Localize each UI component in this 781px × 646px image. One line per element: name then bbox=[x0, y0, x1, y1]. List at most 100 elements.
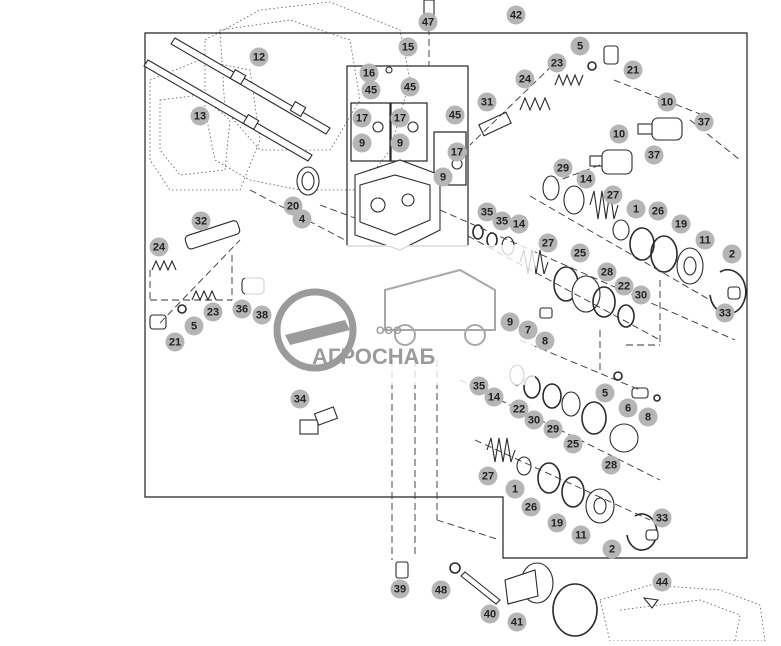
callout-bubble bbox=[618, 398, 638, 418]
callout-bubble bbox=[631, 285, 651, 305]
callout-bubble bbox=[601, 455, 621, 475]
callout-number: 6 bbox=[625, 403, 631, 415]
callout-bubble bbox=[722, 244, 742, 264]
callout-number: 27 bbox=[482, 471, 494, 483]
callout-9c: 9 bbox=[433, 167, 453, 187]
callout-11b: 11 bbox=[571, 525, 591, 545]
callout-17a: 17 bbox=[352, 108, 372, 128]
callout-13: 13 bbox=[190, 106, 210, 126]
callout-22b: 22 bbox=[509, 399, 529, 419]
callout-number: 5 bbox=[602, 388, 608, 400]
callout-number: 14 bbox=[580, 174, 593, 186]
callout-25b: 25 bbox=[563, 434, 583, 454]
callout-45c: 45 bbox=[445, 105, 465, 125]
callout-bubble bbox=[492, 211, 512, 231]
callout-10a: 10 bbox=[657, 92, 677, 112]
callout-number: 29 bbox=[547, 424, 559, 436]
callout-number: 25 bbox=[567, 439, 579, 451]
callout-bubble bbox=[480, 604, 500, 624]
callout-4: 4 bbox=[292, 209, 312, 229]
callout-number: 8 bbox=[542, 336, 548, 348]
valve-body-group bbox=[346, 65, 469, 251]
callout-number: 37 bbox=[648, 150, 660, 162]
callout-bubble bbox=[524, 410, 544, 430]
callout-bubble bbox=[507, 612, 527, 632]
solenoid-upper bbox=[637, 117, 683, 141]
callout-27a: 27 bbox=[603, 185, 623, 205]
callout-1b: 1 bbox=[505, 479, 525, 499]
callout-39: 39 bbox=[390, 579, 410, 599]
callout-bubble bbox=[652, 508, 672, 528]
callout-37a: 37 bbox=[694, 112, 714, 132]
callout-bubble bbox=[535, 331, 555, 351]
callout-16: 16 bbox=[359, 63, 379, 83]
callout-bubble bbox=[515, 69, 535, 89]
spring-24 bbox=[519, 96, 551, 112]
callout-number: 15 bbox=[402, 42, 414, 54]
callout-bubble bbox=[547, 513, 567, 533]
callout-number: 34 bbox=[294, 394, 307, 406]
callout-number: 36 bbox=[236, 304, 248, 316]
callout-number: 17 bbox=[451, 147, 463, 159]
callout-number: 11 bbox=[575, 530, 587, 542]
callout-number: 21 bbox=[627, 65, 639, 77]
callout-bubble bbox=[602, 539, 622, 559]
upper-clutch-stack bbox=[542, 175, 747, 315]
callout-bubble bbox=[614, 276, 634, 296]
callout-number: 42 bbox=[510, 10, 522, 22]
callout-48: 48 bbox=[431, 580, 451, 600]
callout-bubble bbox=[433, 167, 453, 187]
lower-clutch-stack bbox=[486, 364, 659, 551]
callout-bubble bbox=[609, 124, 629, 144]
callout-14c: 14 bbox=[484, 387, 504, 407]
callout-number: 45 bbox=[365, 85, 377, 97]
shaft-12 bbox=[170, 37, 331, 135]
callout-bubble bbox=[623, 60, 643, 80]
bottom-parts bbox=[395, 561, 659, 637]
callout-26a: 26 bbox=[648, 201, 668, 221]
callout-bubble bbox=[361, 80, 381, 100]
callout-bubble bbox=[447, 142, 467, 162]
callout-bubble bbox=[418, 12, 438, 32]
callout-number: 35 bbox=[496, 216, 508, 228]
callout-47: 47 bbox=[418, 12, 438, 32]
callout-bubble bbox=[478, 466, 498, 486]
callout-32: 32 bbox=[191, 211, 211, 231]
callout-11a: 11 bbox=[695, 230, 715, 250]
callout-7: 7 bbox=[518, 320, 538, 340]
callout-bubble bbox=[477, 202, 497, 222]
callout-number: 37 bbox=[698, 117, 710, 129]
callout-bubble bbox=[292, 209, 312, 229]
callout-number: 35 bbox=[481, 207, 493, 219]
callout-number: 22 bbox=[618, 281, 630, 293]
callout-number: 14 bbox=[488, 392, 501, 404]
callout-number: 38 bbox=[256, 310, 268, 322]
callout-bubble bbox=[249, 47, 269, 67]
callout-bubble bbox=[597, 262, 617, 282]
callout-number: 9 bbox=[359, 138, 365, 150]
callout-bubble bbox=[390, 579, 410, 599]
callout-number: 47 bbox=[422, 17, 434, 29]
callout-bubble bbox=[553, 158, 573, 178]
callout-12: 12 bbox=[249, 47, 269, 67]
callout-bubble bbox=[506, 5, 526, 25]
callout-bubble bbox=[191, 211, 211, 231]
callout-30b: 30 bbox=[524, 410, 544, 430]
callout-bubble bbox=[390, 133, 410, 153]
callout-1a: 1 bbox=[626, 199, 646, 219]
callout-number: 19 bbox=[675, 219, 687, 231]
callout-number: 24 bbox=[519, 74, 532, 86]
callout-2a: 2 bbox=[722, 244, 742, 264]
callout-number: 25 bbox=[574, 248, 586, 260]
callout-bubble bbox=[484, 387, 504, 407]
callout-bubble bbox=[165, 332, 185, 352]
callout-bubble bbox=[149, 237, 169, 257]
callout-bubble bbox=[570, 243, 590, 263]
callout-44: 44 bbox=[652, 572, 672, 592]
callout-number: 4 bbox=[299, 214, 306, 226]
callout-5c: 5 bbox=[595, 383, 615, 403]
callout-45a: 45 bbox=[361, 80, 381, 100]
callout-bubble bbox=[232, 299, 252, 319]
callout-number: 27 bbox=[607, 190, 619, 202]
